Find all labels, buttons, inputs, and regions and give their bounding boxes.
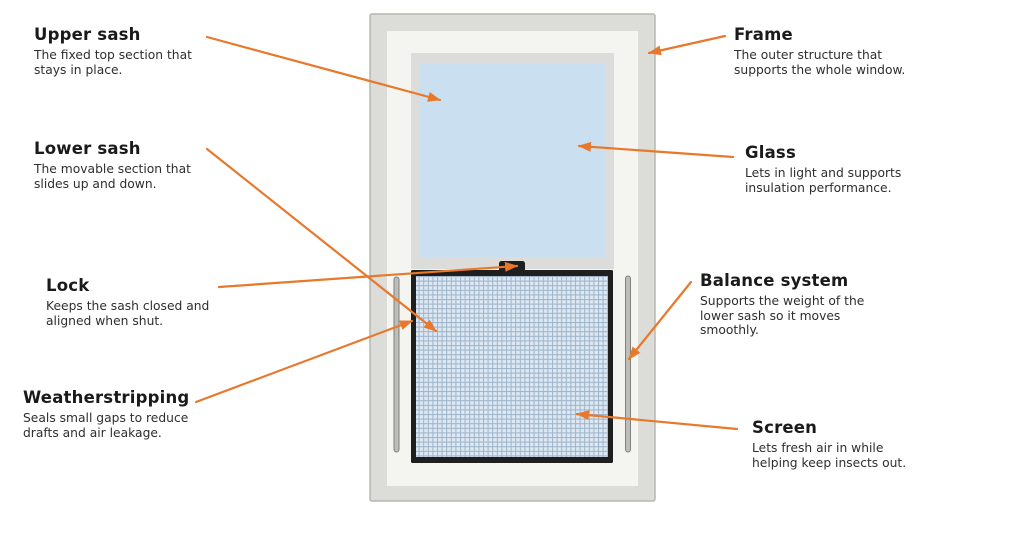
label-lower-sash-title: Lower sash xyxy=(34,139,141,158)
balance-rail-right xyxy=(625,275,631,453)
label-lock-title: Lock xyxy=(46,276,90,295)
label-glass-title: Glass xyxy=(745,143,796,162)
arrow-balance-system xyxy=(627,280,693,361)
screen-mesh xyxy=(416,276,608,457)
arrow-lock xyxy=(217,261,519,289)
label-balance-system: Balance system Supports the weight of th… xyxy=(700,271,864,338)
arrow-weatherstripping xyxy=(194,319,414,404)
arrow-upper-sash xyxy=(205,35,442,102)
label-upper-sash-title: Upper sash xyxy=(34,25,141,44)
arrow-frame xyxy=(647,34,727,56)
label-balance-system-title: Balance system xyxy=(700,271,849,290)
leader-arrows xyxy=(194,34,739,431)
label-screen-title: Screen xyxy=(752,418,818,437)
arrow-screen xyxy=(575,410,739,431)
arrow-lower-sash xyxy=(205,147,438,333)
glass-pane xyxy=(420,63,605,257)
label-weatherstripping-title: Weatherstripping xyxy=(23,388,190,407)
label-frame-title: Frame xyxy=(734,25,793,44)
label-weatherstripping: Weatherstripping Seals small gaps to red… xyxy=(23,388,189,440)
balance-rail-left xyxy=(393,276,400,453)
arrow-glass xyxy=(577,141,735,159)
